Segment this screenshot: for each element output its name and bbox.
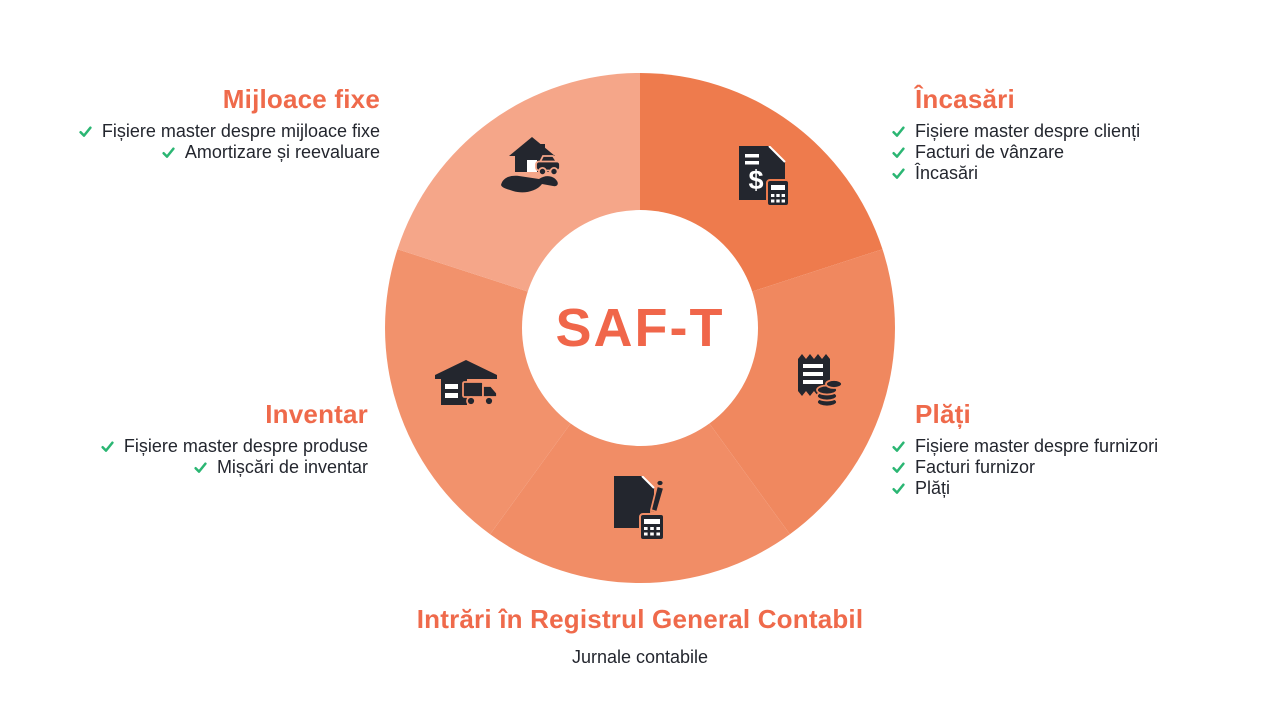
list-item: Fișiere master despre clienți [891,121,1140,142]
receipt-coins-icon [798,354,843,408]
section-items: Fișiere master despre clienți Facturi de… [891,121,1140,184]
item-label: Încasări [915,163,979,183]
item-label: Fișiere master despre mijloace fixe [101,121,380,141]
section-title: Încasări [915,84,1015,114]
item-label: Fișiere master despre produse [123,436,368,456]
document-pen-calculator-icon [614,476,666,540]
section-items: Fișiere master despre mijloace fixe Amor… [78,121,380,163]
segment-registru-general [490,328,790,584]
section-subtitle: Jurnale contabile [571,647,709,667]
list-item: Fișiere master despre furnizori [891,436,1158,457]
donut-hole [522,210,758,446]
section-inventar: Inventar Fișiere master despre produse M… [100,399,368,478]
section-items: Fișiere master despre produse Mișcări de… [100,436,368,478]
check-icon [892,126,905,137]
list-item: Facturi furnizor [891,457,1158,478]
section-incasari: Încasări Fișiere master despre clienți F… [891,84,1140,184]
check-icon [892,168,905,179]
check-icon [101,441,114,452]
item-label: Fișiere master despre furnizori [915,436,1159,456]
list-item: Încasări [891,163,1140,184]
check-icon [892,462,905,473]
item-label: Fișiere master despre clienți [915,121,1141,141]
item-label: Facturi furnizor [915,457,1036,477]
invoice-dollar-calculator-icon: $ [739,146,790,207]
section-registru-general: Intrări în Registrul General Contabil Ju… [0,604,1280,668]
section-title: Intrări în Registrul General Contabil [416,604,864,634]
check-icon [79,126,92,137]
list-item: Amortizare și reevaluare [78,142,380,163]
list-item: Fișiere master despre mijloace fixe [78,121,380,142]
list-item: Facturi de vânzare [891,142,1140,163]
section-plati: Plăți Fișiere master despre furnizori Fa… [891,399,1158,499]
item-label: Facturi de vânzare [915,142,1065,162]
warehouse-truck-icon [435,360,498,406]
check-icon [892,483,905,494]
section-items: Fișiere master despre furnizori Facturi … [891,436,1158,499]
section-title: Plăți [915,399,971,429]
center-label: SAF-T [555,298,725,358]
list-item: Fișiere master despre produse [100,436,368,457]
check-icon [892,441,905,452]
check-icon [194,462,207,473]
list-item: Plăți [891,478,1158,499]
section-mijloace-fixe: Mijloace fixe Fișiere master despre mijl… [78,84,380,163]
section-title: Mijloace fixe [222,84,380,114]
item-label: Amortizare și reevaluare [184,142,380,162]
check-icon [892,147,905,158]
item-label: Plăți [915,478,951,498]
check-icon [162,147,175,158]
item-label: Mișcări de inventar [216,457,368,477]
svg-text:$: $ [748,165,763,195]
list-item: Mișcări de inventar [100,457,368,478]
section-title: Inventar [265,399,368,429]
hand-house-car-icon [501,137,561,193]
